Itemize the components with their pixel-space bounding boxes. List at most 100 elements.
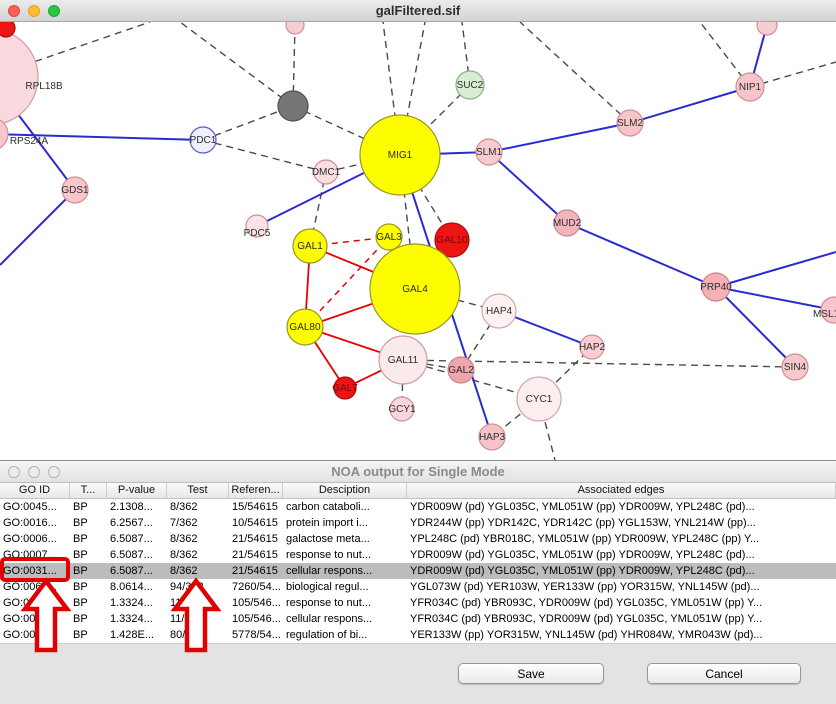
cell-go_id: GO:0006... (3, 597, 57, 609)
column-header-p_value[interactable]: P-value (107, 483, 167, 498)
node-label-pdc5: PDC5 (244, 228, 271, 239)
cell-test: 8/362 (170, 501, 198, 513)
node-sin4[interactable] (781, 353, 809, 381)
column-header-associated_edges[interactable]: Associated edges (407, 483, 836, 498)
column-header-test[interactable]: Test (167, 483, 229, 498)
node-gal10[interactable] (434, 222, 470, 258)
edge[interactable] (292, 24, 296, 107)
edge[interactable] (399, 84, 471, 156)
edge[interactable] (749, 61, 836, 88)
node-label-gal4: GAL4 (402, 284, 428, 295)
edge[interactable] (382, 22, 401, 156)
cell-associated_edges: YGL073W (pd) YER103W, YER133W (pp) YOR31… (410, 581, 760, 593)
edge[interactable] (519, 22, 631, 124)
node-pdc1[interactable] (189, 126, 217, 154)
node-pdc5[interactable] (245, 214, 269, 238)
node-nip1[interactable] (735, 72, 765, 102)
noa-window-titlebar[interactable]: NOA output for Single Mode (0, 461, 836, 483)
zoom-button[interactable] (48, 466, 60, 478)
node-top-right-node[interactable] (756, 22, 778, 36)
node-gal80[interactable] (286, 308, 324, 346)
cancel-button[interactable]: Cancel (647, 663, 801, 684)
edge[interactable] (179, 22, 294, 107)
edge[interactable] (304, 236, 390, 328)
node-label-gal7: GAL7 (332, 383, 358, 394)
window-controls (8, 5, 60, 17)
node-prp40[interactable] (701, 272, 731, 302)
node-gal3[interactable] (375, 223, 403, 251)
zoom-button[interactable] (48, 5, 60, 17)
edge[interactable] (0, 189, 76, 266)
node-hap4[interactable] (481, 293, 517, 329)
node-dmc1[interactable] (313, 159, 339, 185)
cell-reference: 105/546... (232, 613, 281, 625)
column-header-reference[interactable]: Referen... (229, 483, 283, 498)
node-label-gal3: GAL3 (376, 232, 402, 243)
graph-window-titlebar[interactable]: galFiltered.sif (0, 0, 836, 22)
node-rpl18b[interactable] (0, 29, 39, 125)
edge[interactable] (715, 286, 835, 311)
node-slm1[interactable] (475, 138, 503, 166)
edge[interactable] (566, 222, 717, 288)
node-corner-red[interactable] (0, 22, 16, 38)
node-label-prp40: PRP40 (700, 282, 732, 293)
node-gal4[interactable] (369, 243, 461, 335)
close-button[interactable] (8, 466, 20, 478)
cell-type: BP (73, 501, 88, 513)
edge[interactable] (461, 22, 471, 86)
node-hap3[interactable] (478, 423, 506, 451)
cell-p_value: 6.5087... (110, 533, 153, 545)
minimize-button[interactable] (28, 5, 40, 17)
close-button[interactable] (8, 5, 20, 17)
edge[interactable] (202, 105, 294, 141)
edge[interactable] (488, 151, 568, 224)
node-mig1[interactable] (359, 114, 441, 196)
edge[interactable] (538, 398, 556, 460)
node-hap2[interactable] (579, 334, 605, 360)
minimize-button[interactable] (28, 466, 40, 478)
cell-type: BP (73, 597, 88, 609)
node-msl1[interactable] (820, 296, 836, 324)
edge[interactable] (629, 86, 751, 124)
edge[interactable] (715, 286, 796, 368)
node-slm2[interactable] (616, 109, 644, 137)
column-header-description[interactable]: Desciption (283, 483, 407, 498)
cell-type: BP (73, 517, 88, 529)
edge[interactable] (399, 22, 426, 156)
network-canvas[interactable]: RPL18BRPS24AGDS1PDC1DMC1MIG1SUC2SLM1SLM2… (0, 22, 836, 460)
edge[interactable] (202, 139, 327, 173)
node-mud2[interactable] (553, 209, 581, 237)
edge[interactable] (0, 133, 204, 141)
node-cyc1[interactable] (516, 376, 562, 422)
save-button[interactable]: Save (458, 663, 604, 684)
cell-reference: 15/54615 (232, 501, 278, 513)
node-rps24a[interactable] (0, 118, 9, 150)
cell-test: 8/362 (170, 565, 198, 577)
node-gds1[interactable] (61, 176, 89, 204)
cell-go_id: GO:0065... (3, 581, 57, 593)
node-top-node[interactable] (285, 22, 305, 35)
node-gal7[interactable] (333, 376, 357, 400)
edge[interactable] (715, 251, 836, 288)
node-suc2[interactable] (455, 70, 485, 100)
edge[interactable] (488, 122, 631, 153)
node-gal11[interactable] (378, 335, 428, 385)
node-gcy1[interactable] (389, 396, 415, 422)
node-gal1[interactable] (292, 228, 328, 264)
column-header-go_id[interactable]: GO ID (0, 483, 70, 498)
node-gal2[interactable] (447, 356, 475, 384)
node-label-gal10: GAL10 (436, 235, 468, 246)
node-unnamed-gray[interactable] (277, 90, 309, 122)
cell-description: response to nut... (286, 549, 371, 561)
column-header-type[interactable]: T... (70, 483, 107, 498)
